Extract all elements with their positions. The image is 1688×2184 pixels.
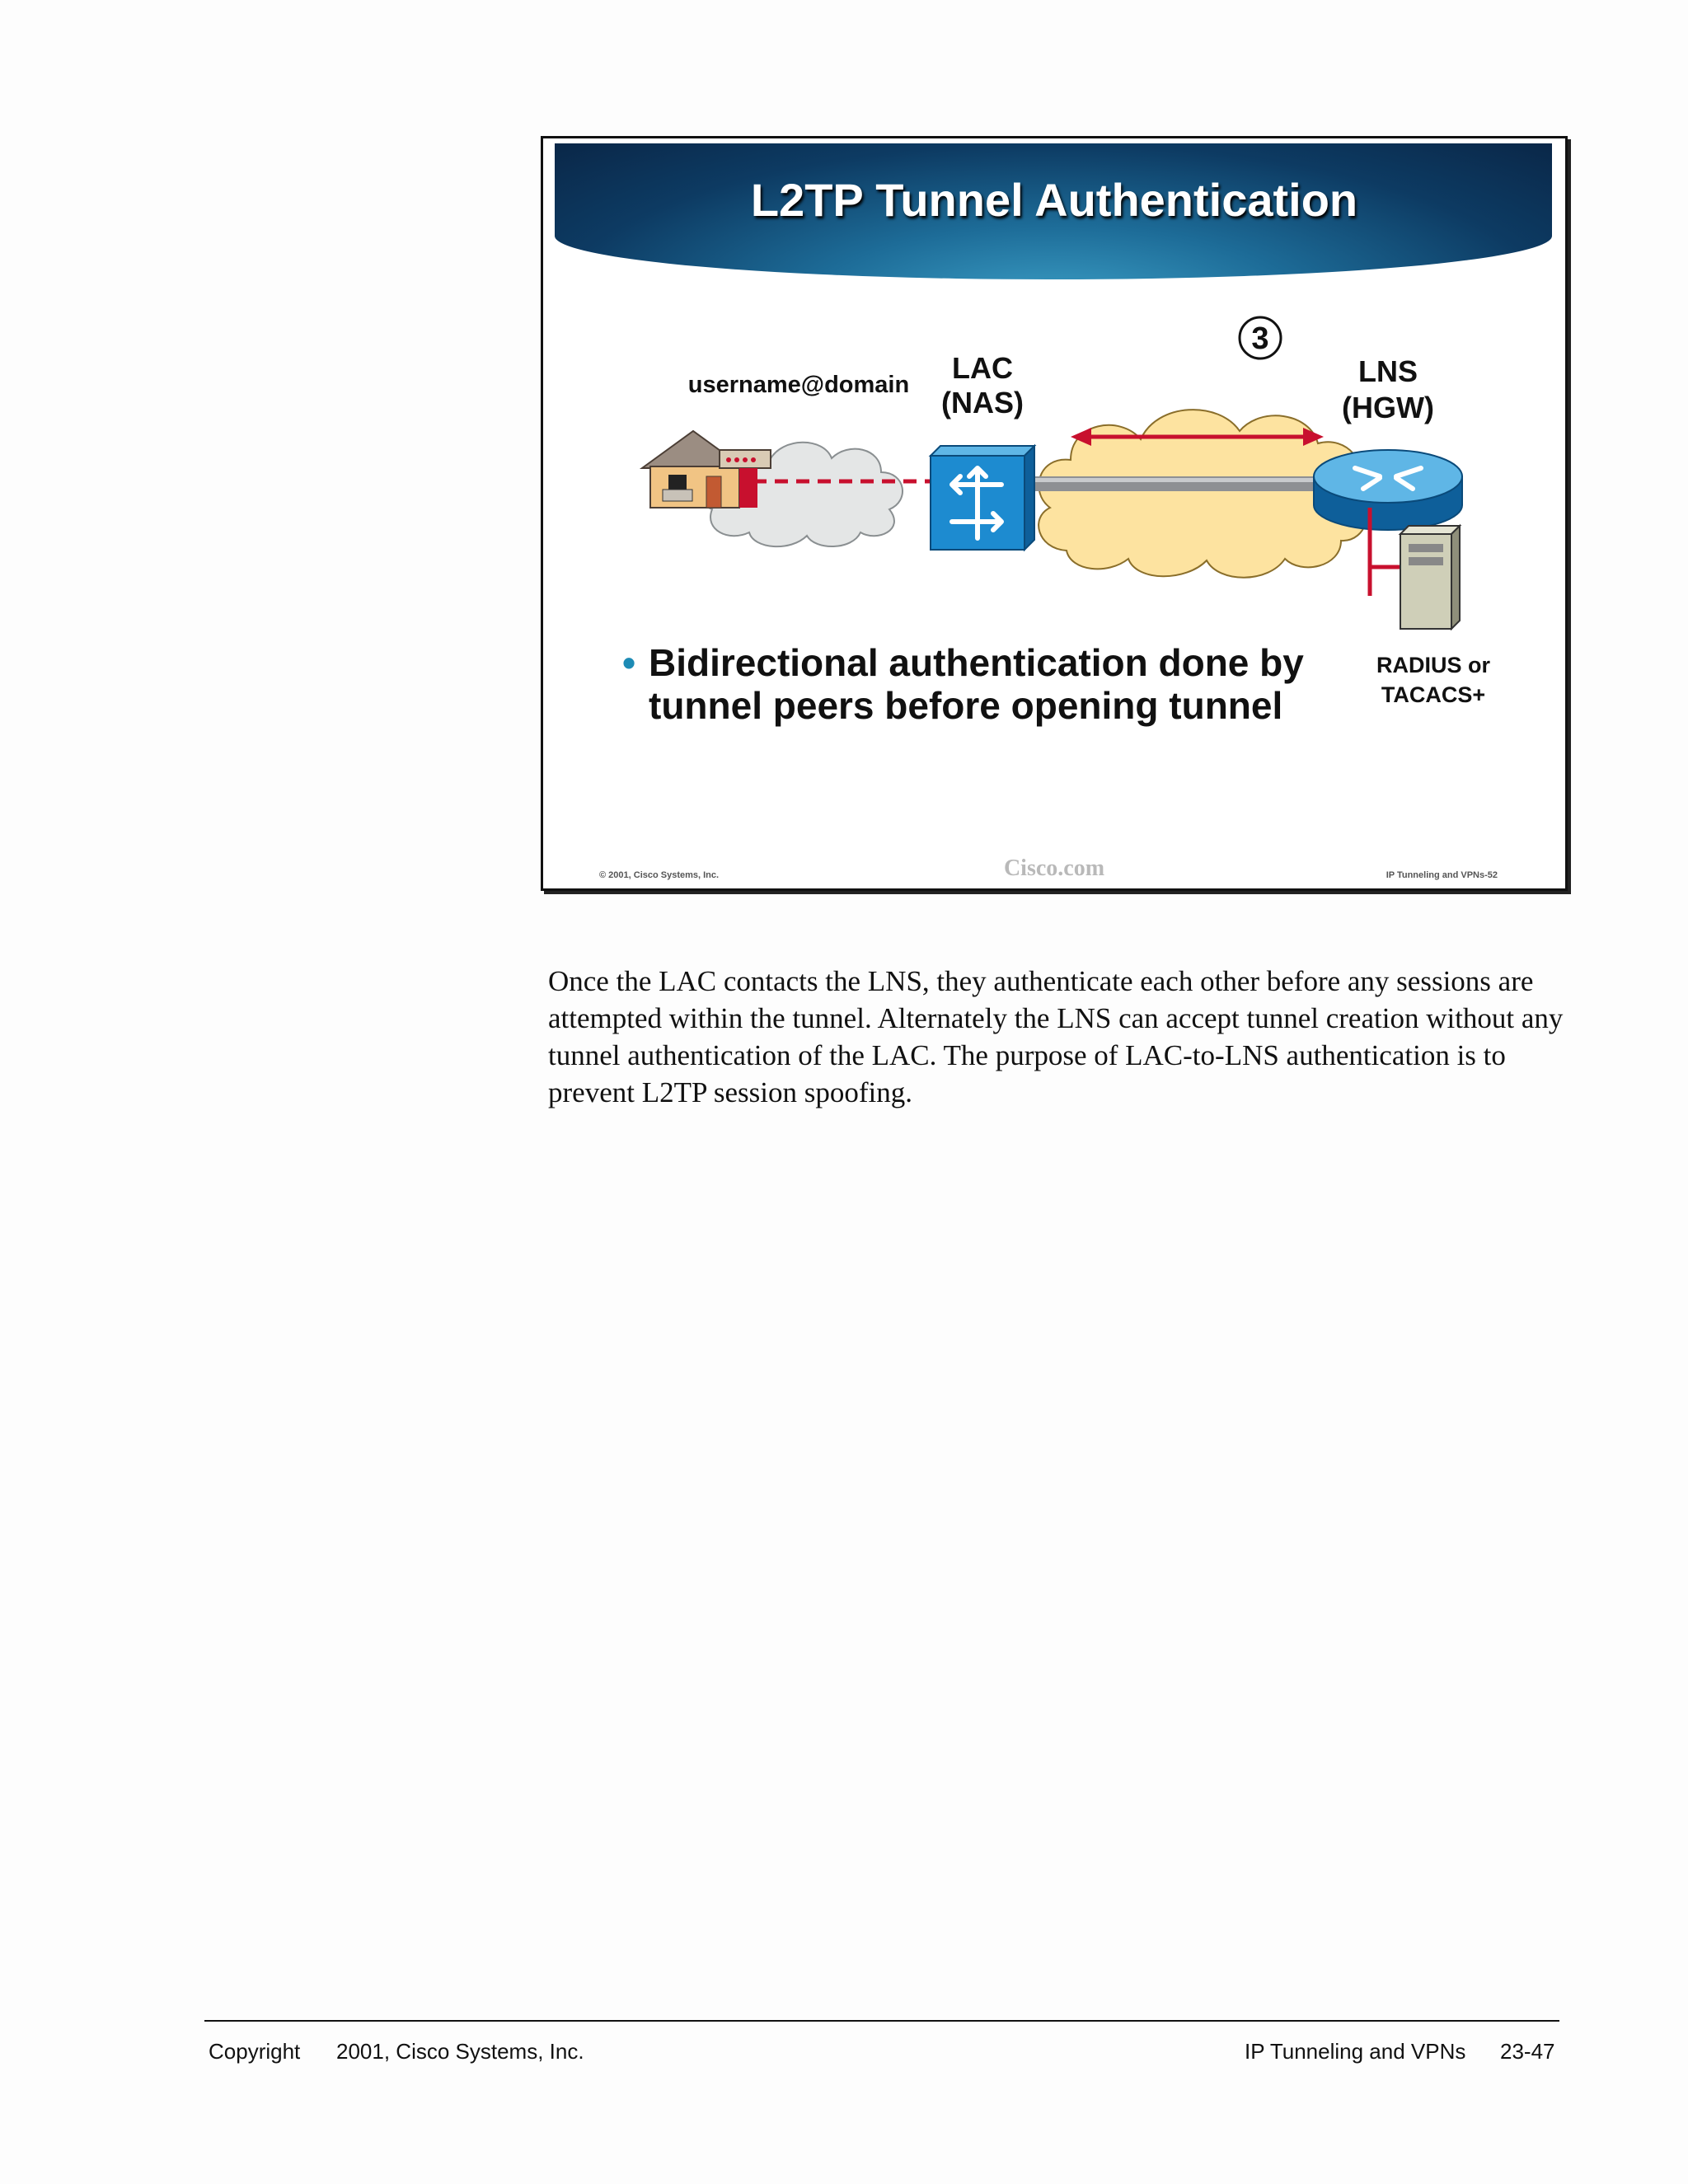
lns-sub-label: (HGW) [1342, 391, 1434, 424]
footer-company: 2001, Cisco Systems, Inc. [336, 2039, 584, 2064]
lns-router-icon [1313, 449, 1463, 531]
slide: L2TP Tunnel Authentication [541, 136, 1568, 891]
bullet-marker: • [622, 641, 636, 684]
body-paragraph: Once the LAC contacts the LNS, they auth… [548, 965, 1564, 1108]
bullet-text: Bidirectional authentication done by tun… [649, 641, 1304, 727]
footer-course: IP Tunneling and VPNs [1245, 2039, 1466, 2064]
tunnel-pipe [1031, 476, 1369, 491]
server-link [1367, 508, 1400, 596]
radius-label: RADIUS or [1376, 653, 1490, 677]
internet-cloud [1038, 409, 1368, 579]
footer-rule [204, 2020, 1559, 2022]
lns-label: LNS [1358, 354, 1418, 388]
home-house-icon [639, 429, 771, 509]
footer-copyright: Copyright [209, 2039, 301, 2064]
step-number: 3 [1251, 321, 1269, 356]
slide-course-ref: IP Tunneling and VPNs-52 [1386, 870, 1498, 880]
step-number-circle [1238, 316, 1282, 360]
slide-copyright: © 2001, Cisco Systems, Inc. [599, 870, 720, 880]
user-label: username@domain [687, 372, 910, 398]
radius-server-icon [1398, 523, 1462, 631]
network-diagram [639, 316, 1463, 631]
radius-sub-label: TACACS+ [1381, 682, 1486, 707]
lac-sub-label: (NAS) [941, 386, 1024, 419]
slide-title: L2TP Tunnel Authentication [750, 174, 1358, 226]
slide-header [555, 143, 1552, 279]
cisco-brand: Cisco.com [1003, 855, 1105, 881]
lac-label: LAC [952, 351, 1013, 385]
lac-switch-icon [928, 443, 1037, 552]
bidirectional-arrow [1071, 428, 1324, 446]
footer-page-number: 23-47 [1500, 2039, 1555, 2064]
